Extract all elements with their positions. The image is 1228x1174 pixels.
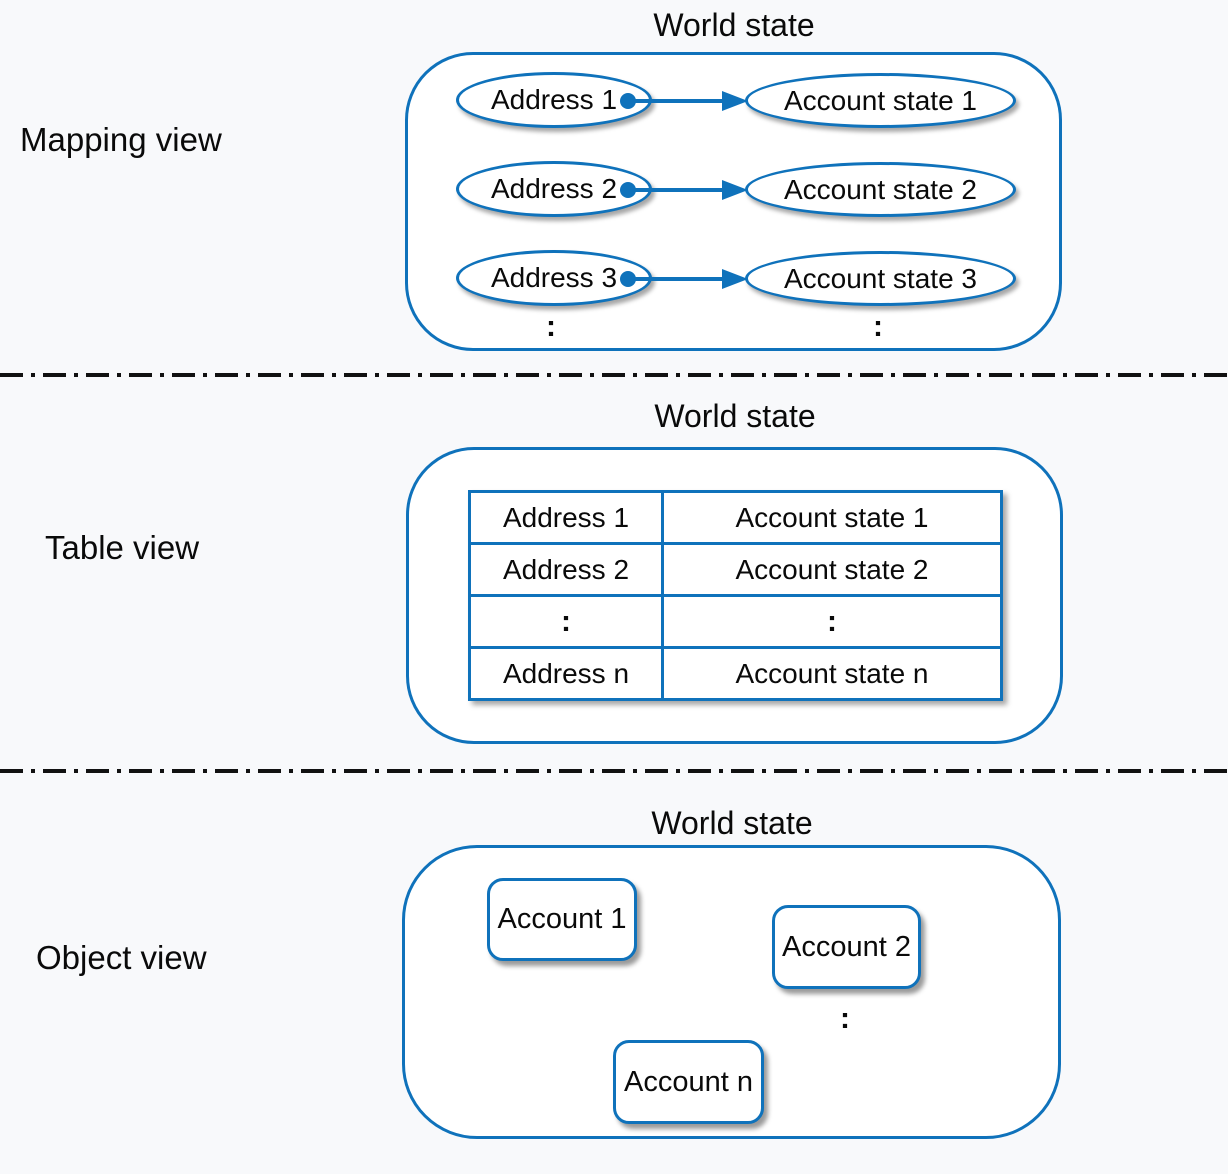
account-box: Account 1 [487,878,637,961]
address-ellipse: Address 2 [456,161,652,217]
table-cell: Address 1 [471,493,661,542]
account-label: Account n [624,1065,753,1098]
table-cell: Account state 2 [664,545,1000,594]
world-state-title-mapping: World state [653,7,815,43]
account-box: Account 2 [772,905,921,989]
account-state-ellipse: Account state 2 [745,162,1016,217]
world-state-title-table: World state [654,398,816,434]
account-box: Account n [613,1040,764,1124]
account-label: Account 1 [497,903,627,935]
account-state-label: Account state 1 [783,84,977,116]
account-state-ellipse: Account state 3 [745,251,1016,306]
object-view-label: Object view [36,939,207,976]
account-state-label: Account state 2 [783,173,977,205]
address-label: Address 2 [490,173,618,204]
mapping-view-label: Mapping view [20,121,222,158]
account-label: Account 2 [782,930,911,963]
mapping-arrow-icon [620,180,748,200]
address-ellipse: Address 3 [456,250,652,306]
mapping-arrow-icon [620,91,748,111]
account-state-label: Account state 3 [783,262,977,294]
address-ellipse: Address 1 [456,72,652,128]
section-divider [0,373,1228,377]
mapping-ellipsis-left: : [546,310,556,343]
mapping-ellipsis-right: : [873,310,883,343]
object-ellipsis: : [840,1002,850,1035]
section-divider [0,769,1228,773]
table-view-label: Table view [45,529,200,566]
table-cell: Address 2 [471,545,661,594]
table-cell-ellipsis: : [664,597,1000,646]
world-state-table: Address 1 Account state 1 Address 2 Acco… [468,490,1003,701]
address-label: Address 3 [490,262,618,293]
table-cell: Account state 1 [664,493,1000,542]
table-cell: Address n [471,649,661,698]
table-cell-ellipsis: : [471,597,661,646]
mapping-arrow-icon [620,269,748,289]
table-cell: Account state n [664,649,1000,698]
account-state-ellipse: Account state 1 [745,73,1016,128]
address-label: Address 1 [490,84,618,115]
world-state-title-object: World state [651,805,813,841]
